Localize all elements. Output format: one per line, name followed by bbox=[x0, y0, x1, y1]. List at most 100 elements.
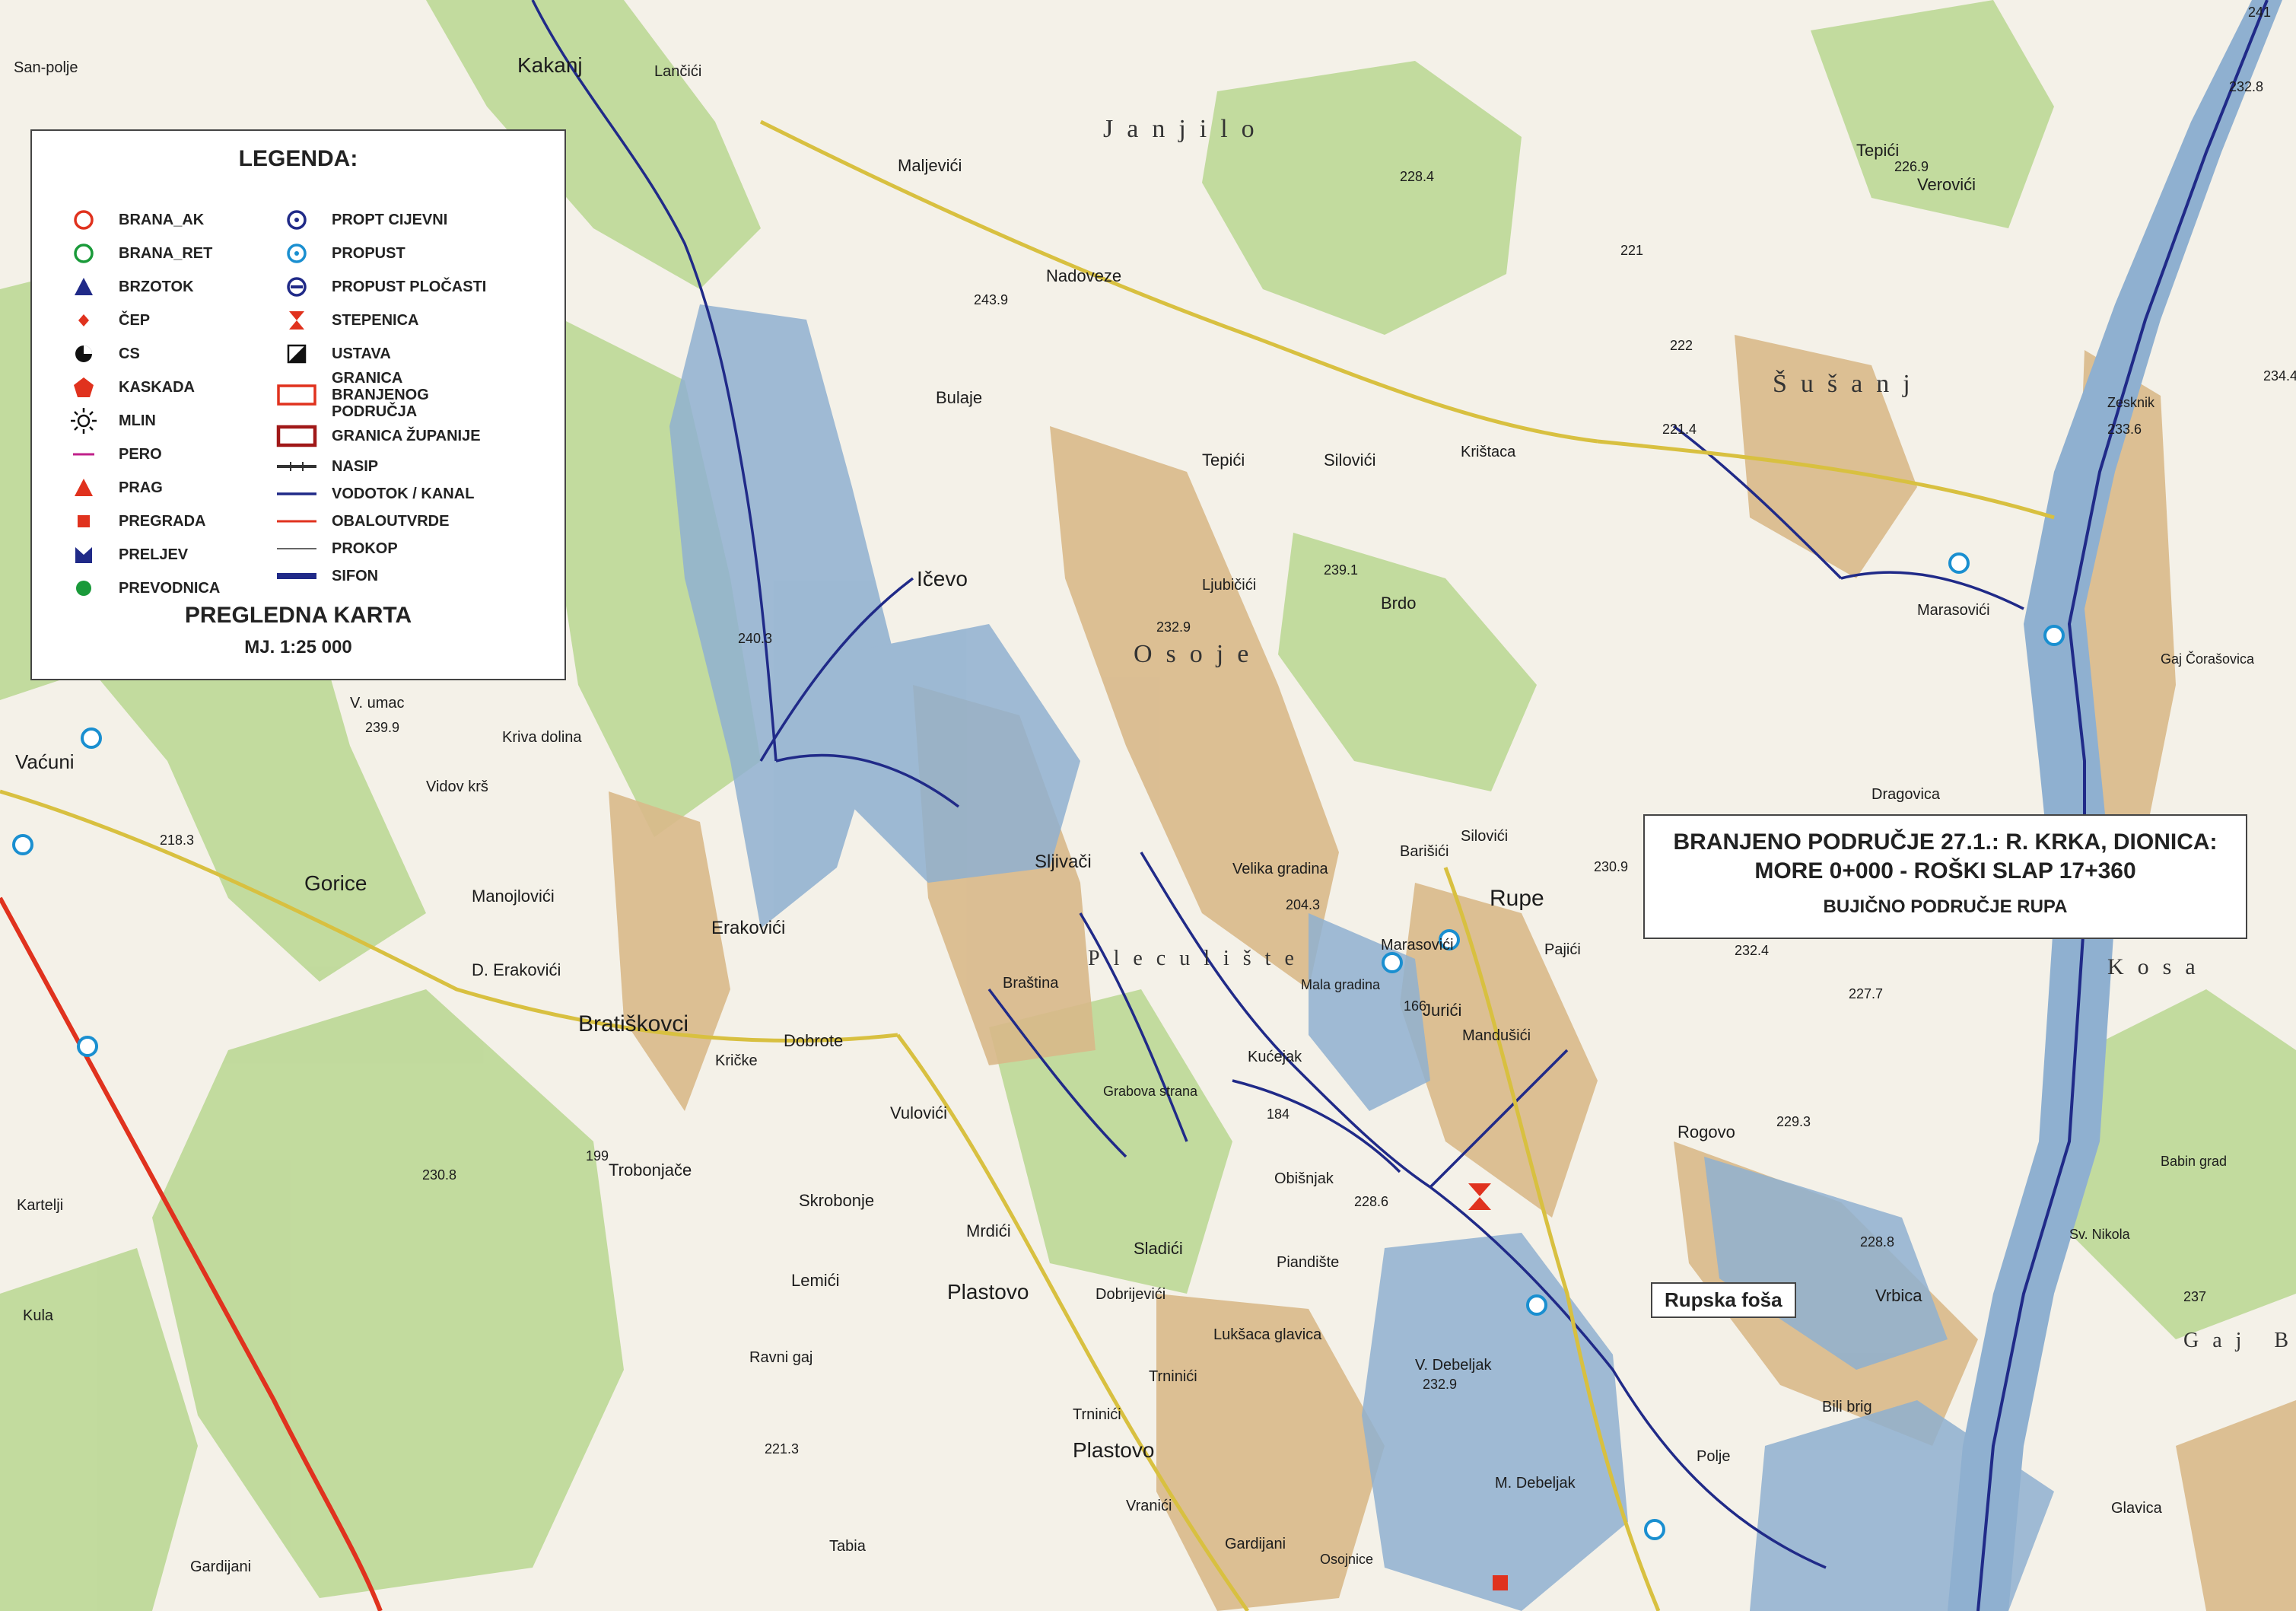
open-circle-red-icon bbox=[74, 210, 94, 230]
svg-text:Kriva dolina: Kriva dolina bbox=[502, 729, 582, 746]
svg-text:Kosa: Kosa bbox=[2107, 954, 2209, 979]
legend-item-vodotok-kanal: VODOTOK / KANAL bbox=[275, 480, 486, 508]
svg-text:Trninići: Trninići bbox=[1073, 1406, 1121, 1423]
square-red-icon bbox=[78, 515, 90, 527]
pentagon-red-icon bbox=[74, 377, 94, 397]
svg-text:Maljevići: Maljevići bbox=[898, 156, 962, 175]
svg-text:Mrdići: Mrdići bbox=[966, 1221, 1011, 1240]
svg-text:Pajići: Pajići bbox=[1544, 941, 1581, 958]
area-title-line-1: BRANJENO PODRUČJE 27.1.: R. KRKA, DIONIC… bbox=[1673, 829, 2218, 855]
rect-outline-red-icon bbox=[277, 384, 316, 406]
svg-text:D. Erakovići: D. Erakovići bbox=[472, 960, 561, 979]
svg-text:V. Debeljak: V. Debeljak bbox=[1415, 1357, 1492, 1374]
svg-text:Vrbica: Vrbica bbox=[1875, 1286, 1922, 1305]
svg-text:Vranići: Vranići bbox=[1126, 1498, 1172, 1514]
svg-text:Bratiškovci: Bratiškovci bbox=[578, 1011, 688, 1036]
svg-text:Mala gradina: Mala gradina bbox=[1301, 977, 1381, 992]
rect-outline-darkred-icon bbox=[276, 425, 317, 447]
svg-text:Sladići: Sladići bbox=[1134, 1239, 1183, 1258]
legend-item-kaskada: KASKADA bbox=[62, 371, 220, 404]
legend-label: PROPT CIJEVNI bbox=[332, 212, 448, 228]
svg-text:Kričke: Kričke bbox=[715, 1052, 758, 1069]
svg-text:Brdo: Brdo bbox=[1381, 594, 1416, 613]
svg-text:221: 221 bbox=[1620, 243, 1643, 258]
svg-text:Marasovići: Marasovići bbox=[1917, 602, 1990, 619]
svg-text:228.4: 228.4 bbox=[1400, 169, 1434, 184]
svg-text:Gardijani: Gardijani bbox=[190, 1558, 251, 1575]
legend-item-cep: ČEP bbox=[62, 304, 220, 337]
legend-item-granica-branjenog: GRANICA BRANJENOG PODRUČJA bbox=[275, 370, 486, 420]
legend-label: MLIN bbox=[119, 412, 156, 429]
legend-item-prokop: PROKOP bbox=[275, 535, 486, 562]
legend-item-ustava: USTAVA bbox=[275, 337, 486, 371]
svg-text:228.8: 228.8 bbox=[1860, 1234, 1894, 1250]
svg-text:234.4: 234.4 bbox=[2263, 368, 2296, 384]
svg-text:Lemići: Lemići bbox=[791, 1271, 840, 1290]
legend-label: PERO bbox=[119, 446, 162, 463]
svg-text:Barišići: Barišići bbox=[1400, 843, 1449, 860]
svg-text:243.9: 243.9 bbox=[974, 292, 1008, 307]
diamond-red-icon bbox=[78, 314, 89, 326]
svg-text:Polje: Polje bbox=[1697, 1448, 1730, 1465]
legend-column-2: PROPT CIJEVNI PROPUST PROPUST PLOČASTI S… bbox=[275, 203, 486, 590]
svg-text:Ičevo: Ičevo bbox=[917, 567, 968, 591]
dot-ring-cyan-icon bbox=[287, 244, 307, 263]
svg-text:Obišnjak: Obišnjak bbox=[1274, 1170, 1334, 1187]
triangle-blue-icon bbox=[75, 278, 93, 295]
legend-title: LEGENDA: bbox=[238, 146, 358, 171]
svg-text:Plastovo: Plastovo bbox=[947, 1280, 1029, 1304]
svg-text:Osoje: Osoje bbox=[1134, 640, 1262, 668]
legend-label: STEPENICA bbox=[332, 312, 419, 329]
legend-label: VODOTOK / KANAL bbox=[332, 486, 475, 502]
area-subtitle: BUJIČNO PODRUČJE RUPA bbox=[1823, 896, 2068, 917]
svg-text:Tabia: Tabia bbox=[829, 1538, 867, 1555]
roads-main bbox=[0, 896, 383, 1611]
area-title-box: BRANJENO PODRUČJE 27.1.: R. KRKA, DIONIC… bbox=[1643, 814, 2247, 939]
svg-text:Gaj Briš: Gaj Briš bbox=[2183, 1329, 2296, 1352]
legend-label: GRANICA BRANJENOG PODRUČJA bbox=[332, 370, 429, 420]
svg-text:Silovići: Silovići bbox=[1324, 451, 1375, 470]
legend-column-1: BRANA_AK BRANA_RET BRZOTOK ČEP CS KASKAD… bbox=[62, 203, 220, 605]
legend-item-prag: PRAG bbox=[62, 471, 220, 505]
svg-text:Marasovići: Marasovići bbox=[1381, 937, 1454, 954]
svg-text:233.6: 233.6 bbox=[2107, 422, 2142, 437]
legend-label: PRAG bbox=[119, 479, 163, 496]
legend-label: PRELJEV bbox=[119, 546, 189, 563]
bar-ring-navy-icon bbox=[287, 277, 307, 297]
svg-text:Sljivači: Sljivači bbox=[1035, 852, 1092, 872]
legend-item-cs: CS bbox=[62, 337, 220, 371]
legend-panel: LEGENDA: BRANA_AK BRANA_RET BRZOTOK ČEP … bbox=[30, 129, 566, 680]
legend-label: OBALOUTVRDE bbox=[332, 513, 450, 530]
sun-symbol-icon bbox=[71, 408, 97, 434]
svg-text:240.3: 240.3 bbox=[738, 631, 772, 646]
krka-river bbox=[1948, 0, 2282, 1611]
svg-text:Grabova strana: Grabova strana bbox=[1103, 1084, 1198, 1099]
svg-text:Kula: Kula bbox=[23, 1307, 54, 1324]
svg-text:239.1: 239.1 bbox=[1324, 562, 1358, 578]
culverts bbox=[12, 552, 2065, 1540]
legend-label: ČEP bbox=[119, 312, 151, 329]
rupska-fosa-callout: Rupska foša bbox=[1651, 1282, 1796, 1318]
svg-text:221.4: 221.4 bbox=[1662, 422, 1697, 437]
svg-text:227.7: 227.7 bbox=[1849, 986, 1883, 1001]
svg-text:Trninići: Trninići bbox=[1149, 1368, 1197, 1385]
notch-blue-icon bbox=[75, 547, 92, 563]
legend-label: BRANA_RET bbox=[119, 245, 213, 262]
legend-item-nasip: NASIP bbox=[275, 453, 486, 480]
svg-text:232.4: 232.4 bbox=[1735, 943, 1769, 958]
legend-label: BRANA_AK bbox=[119, 212, 205, 228]
streams bbox=[531, 0, 2024, 1569]
svg-text:Rogovo: Rogovo bbox=[1677, 1122, 1735, 1141]
line-navy-icon bbox=[277, 492, 316, 495]
svg-text:Janjilo: Janjilo bbox=[1103, 115, 1268, 143]
pregrada-marker bbox=[1493, 1575, 1508, 1590]
svg-text:Dobrijevići: Dobrijevići bbox=[1096, 1286, 1165, 1303]
legend-item-pero: PERO bbox=[62, 438, 220, 471]
legend-label: CS bbox=[119, 345, 140, 362]
svg-text:221.3: 221.3 bbox=[765, 1441, 799, 1457]
svg-text:199: 199 bbox=[586, 1148, 609, 1164]
dash-line-icon bbox=[277, 462, 316, 471]
svg-text:230.9: 230.9 bbox=[1594, 859, 1628, 874]
